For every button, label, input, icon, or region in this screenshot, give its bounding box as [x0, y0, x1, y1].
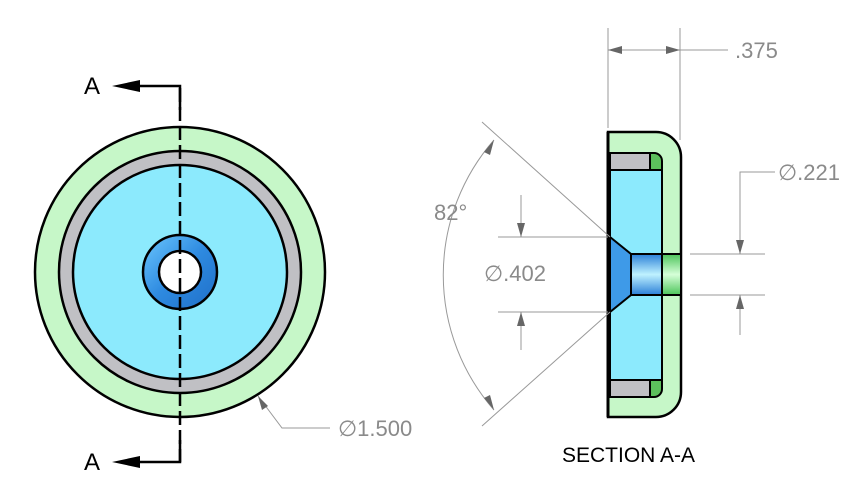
angle-arc: [442, 139, 495, 411]
section-arrow-top: [130, 84, 182, 110]
thickness-label: .375: [735, 38, 778, 63]
arrowhead-icon: [666, 46, 680, 54]
hole-diameter-label: ∅.221: [778, 160, 840, 185]
front-view: A A ∅1.500: [33, 73, 412, 476]
gap-top: [609, 152, 651, 171]
arrowhead-icon: [484, 140, 494, 155]
section-arrow-bottom: [130, 440, 182, 464]
section-label-bottom: A: [84, 449, 100, 476]
arrowhead-icon: [484, 395, 494, 410]
arrowhead-icon: [112, 80, 140, 92]
angle-label: 82°: [434, 200, 467, 225]
arrowhead-icon: [258, 396, 268, 410]
arrowhead-icon: [517, 312, 525, 326]
arrowhead-icon: [608, 46, 622, 54]
dimension-leader: [739, 171, 775, 254]
arrowhead-icon: [517, 223, 525, 237]
section-title: SECTION A-A: [562, 444, 695, 467]
fillet-top: [649, 152, 663, 171]
section-view: .375 82° ∅.402 ∅.221 SECTION A-A: [434, 28, 840, 467]
bore-magnet: [630, 253, 663, 296]
arrowhead-icon: [736, 295, 744, 309]
diameter-leader: [257, 395, 330, 429]
diameter-1500-label: ∅1.500: [338, 416, 412, 441]
countersink-diameter-label: ∅.402: [484, 261, 546, 286]
arrowhead-icon: [112, 456, 140, 468]
fillet-bottom: [649, 379, 663, 398]
gap-bottom: [609, 379, 651, 398]
section-label-top: A: [84, 73, 100, 100]
arrowhead-icon: [736, 240, 744, 254]
extension-line: [481, 311, 611, 427]
extension-line: [481, 121, 611, 238]
bore-shell: [661, 253, 682, 296]
